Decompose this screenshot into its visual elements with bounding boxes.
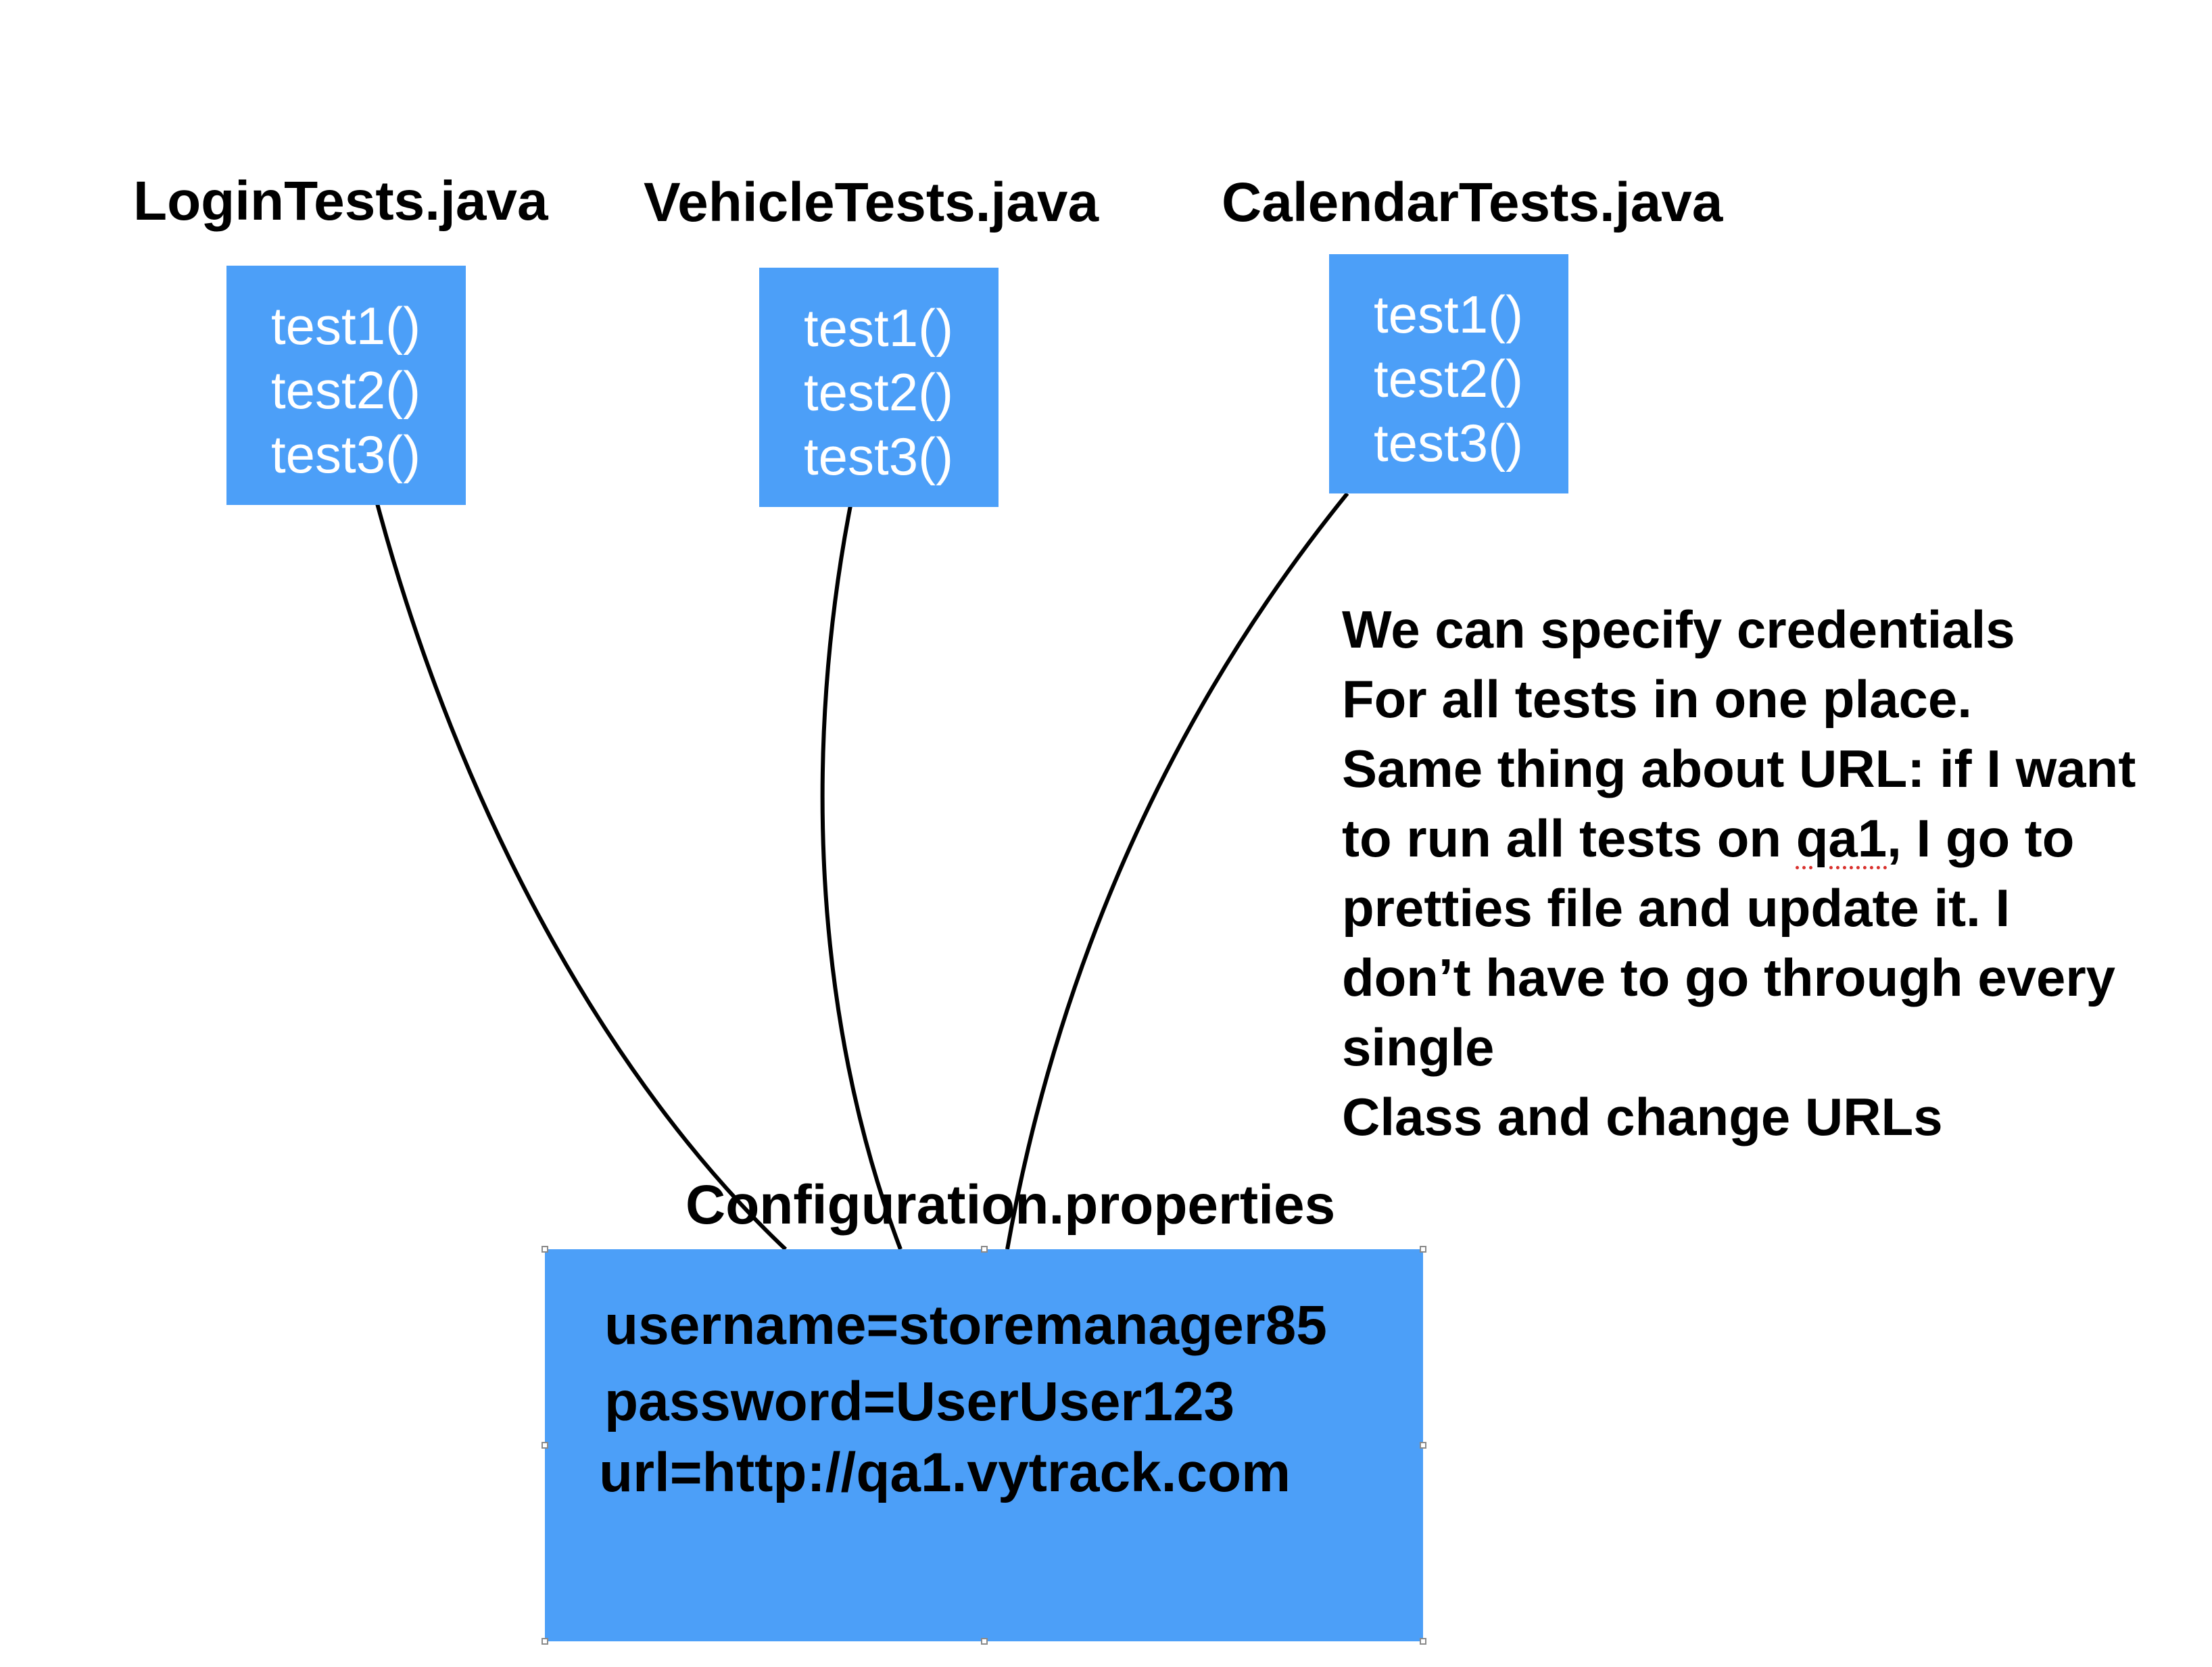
test-item: test3() xyxy=(804,427,954,486)
resize-handle-bottom-left[interactable] xyxy=(542,1638,548,1645)
resize-handle-top-right[interactable] xyxy=(1420,1246,1426,1253)
test-box-login: test1() test2() test3() xyxy=(226,266,466,505)
file-title-vehicle: VehicleTests.java xyxy=(644,172,1099,233)
test-box-calendar: test1() test2() test3() xyxy=(1329,254,1568,493)
note-line: single xyxy=(1342,1017,1495,1077)
resize-handle-top[interactable] xyxy=(981,1246,988,1253)
connector-calendar-to-config xyxy=(1005,492,1349,1250)
note-line: For all tests in one place. xyxy=(1342,669,1972,729)
resize-handle-left[interactable] xyxy=(542,1442,548,1449)
config-box[interactable]: username=storemanager85 password=UserUse… xyxy=(545,1249,1423,1641)
test-item: test1() xyxy=(804,298,954,358)
resize-handle-bottom-right[interactable] xyxy=(1420,1638,1426,1645)
resize-handle-right[interactable] xyxy=(1420,1442,1426,1449)
note-line: Same thing about URL: if I want xyxy=(1342,739,2136,798)
note-text: to run all tests on xyxy=(1342,808,1796,868)
note-line: We can specify credentials xyxy=(1342,600,2015,659)
test-item: test3() xyxy=(1374,413,1524,473)
resize-handle-top-left[interactable] xyxy=(542,1246,548,1253)
file-title-calendar: CalendarTests.java xyxy=(1222,172,1723,233)
config-url: url=http://qa1.vytrack.com xyxy=(599,1442,1291,1503)
note-text: , I go to xyxy=(1887,808,2075,868)
test-item: test2() xyxy=(804,362,954,422)
connector-vehicle-to-config xyxy=(820,505,903,1251)
config-username: username=storemanager85 xyxy=(604,1295,1327,1356)
config-title: Configuration.properties xyxy=(686,1174,1336,1236)
explanation-note: We can specify credentials For all tests… xyxy=(1342,595,2212,1152)
misspelled-word: qa1 xyxy=(1796,808,1888,868)
note-line: pretties file and update it. I xyxy=(1342,878,2011,938)
resize-handle-bottom[interactable] xyxy=(981,1638,988,1645)
test-item: test3() xyxy=(271,425,421,484)
test-item: test2() xyxy=(1374,349,1524,408)
test-box-vehicle: test1() test2() test3() xyxy=(759,268,999,507)
note-line: don’t have to go through every xyxy=(1342,948,2116,1007)
note-line: to run all tests on qa1, I go to xyxy=(1342,804,2212,873)
config-password: password=UserUser123 xyxy=(604,1371,1235,1432)
test-item: test1() xyxy=(1374,285,1524,344)
test-item: test2() xyxy=(271,360,421,420)
test-item: test1() xyxy=(271,296,421,356)
note-line: Class and change URLs xyxy=(1342,1087,1943,1146)
connector-login-to-config xyxy=(375,503,788,1251)
file-title-login: LoginTests.java xyxy=(133,170,548,232)
